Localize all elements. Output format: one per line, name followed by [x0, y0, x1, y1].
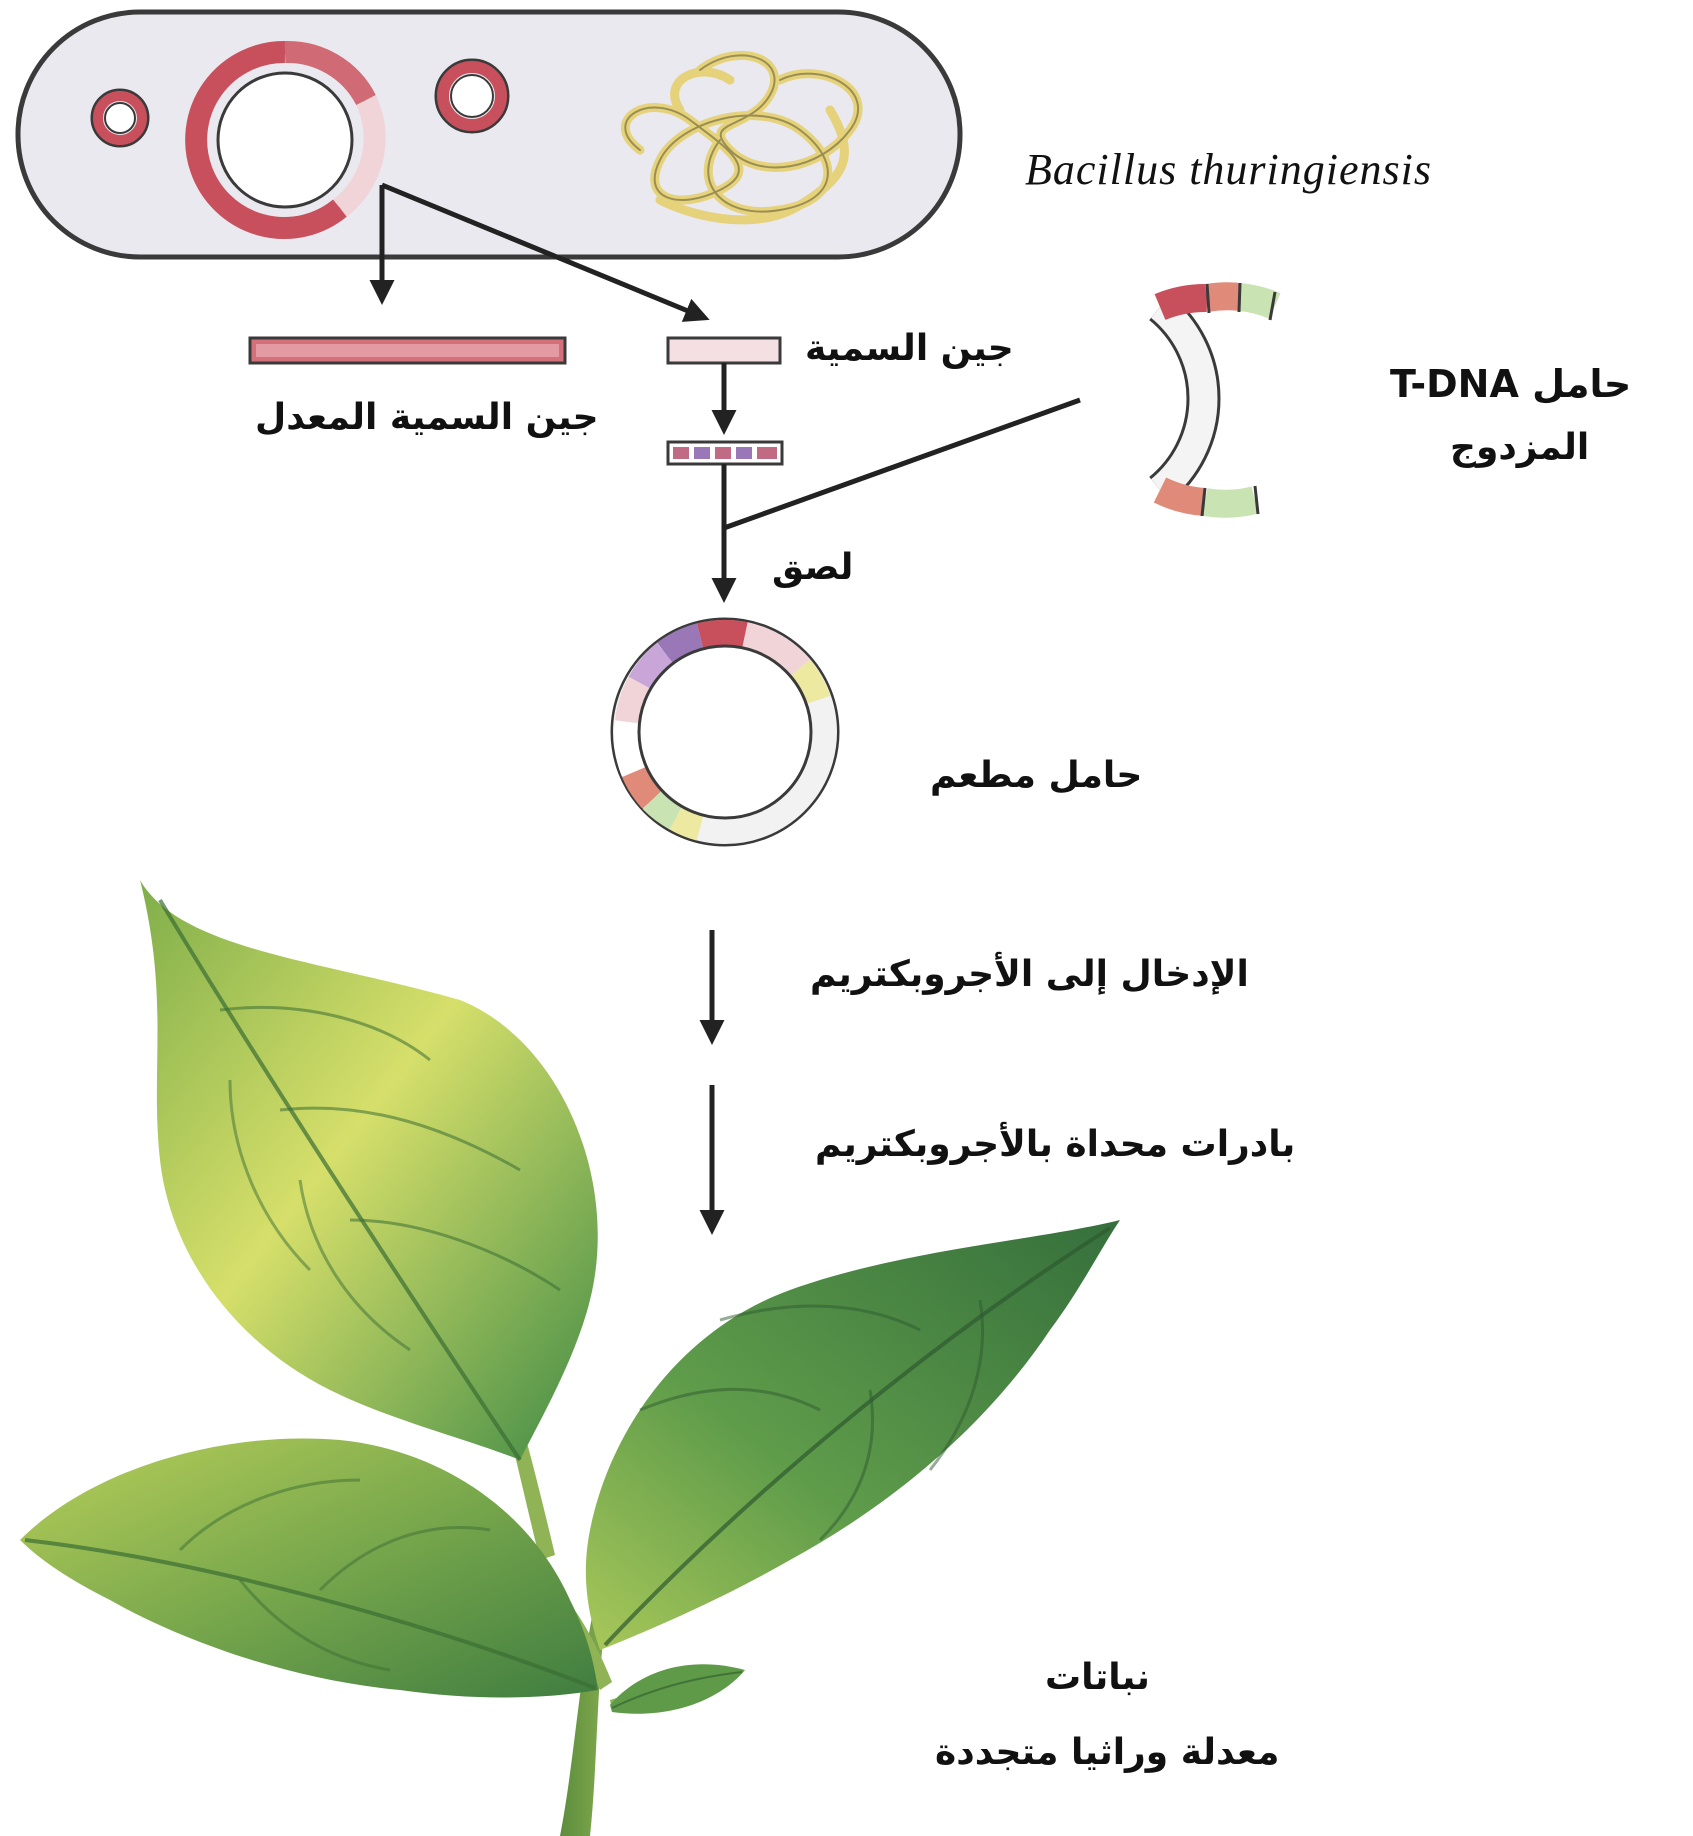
binary-vector-label-line2: المزدوج: [1450, 430, 1589, 466]
leaf-bottom-left: [20, 1438, 598, 1697]
binary-vector-label-line1: حامل T-DNA: [1390, 365, 1631, 403]
organism-label: Bacillus thuringiensis: [1025, 148, 1432, 192]
leaf-small-bud: [610, 1664, 745, 1714]
leaf-right: [586, 1220, 1120, 1650]
bacterial-cell: [18, 12, 960, 257]
introduce-agrobacterium-label: الإدخال إلى الأجروبكتريم: [810, 957, 1249, 993]
ligation-label: لصق: [772, 550, 853, 586]
modified-toxin-gene-bar: [250, 338, 565, 363]
recombinant-vector: [612, 619, 838, 845]
modified-toxin-gene-label: جين السمية المعدل: [255, 400, 599, 436]
infected-seedlings-label: بادرات محداة بالأجروبكتريم: [815, 1127, 1295, 1163]
digested-fragment: [668, 442, 782, 464]
small-plasmid-right: [436, 60, 508, 132]
regenerated-label: معدلة وراثيا متجددة: [935, 1735, 1279, 1771]
plants-label: نباتات: [1045, 1660, 1150, 1696]
tdna-binary-vector: [1160, 283, 1275, 516]
recombinant-vector-label: حامل مطعم: [930, 758, 1142, 794]
toxin-gene-bar: [668, 338, 780, 363]
small-plasmid-left: [92, 90, 148, 146]
toxin-gene-label: جين السمية: [805, 331, 1014, 367]
leaf-top: [140, 880, 598, 1460]
regenerated-plant: [20, 880, 1120, 1836]
large-plasmid: [196, 52, 374, 228]
